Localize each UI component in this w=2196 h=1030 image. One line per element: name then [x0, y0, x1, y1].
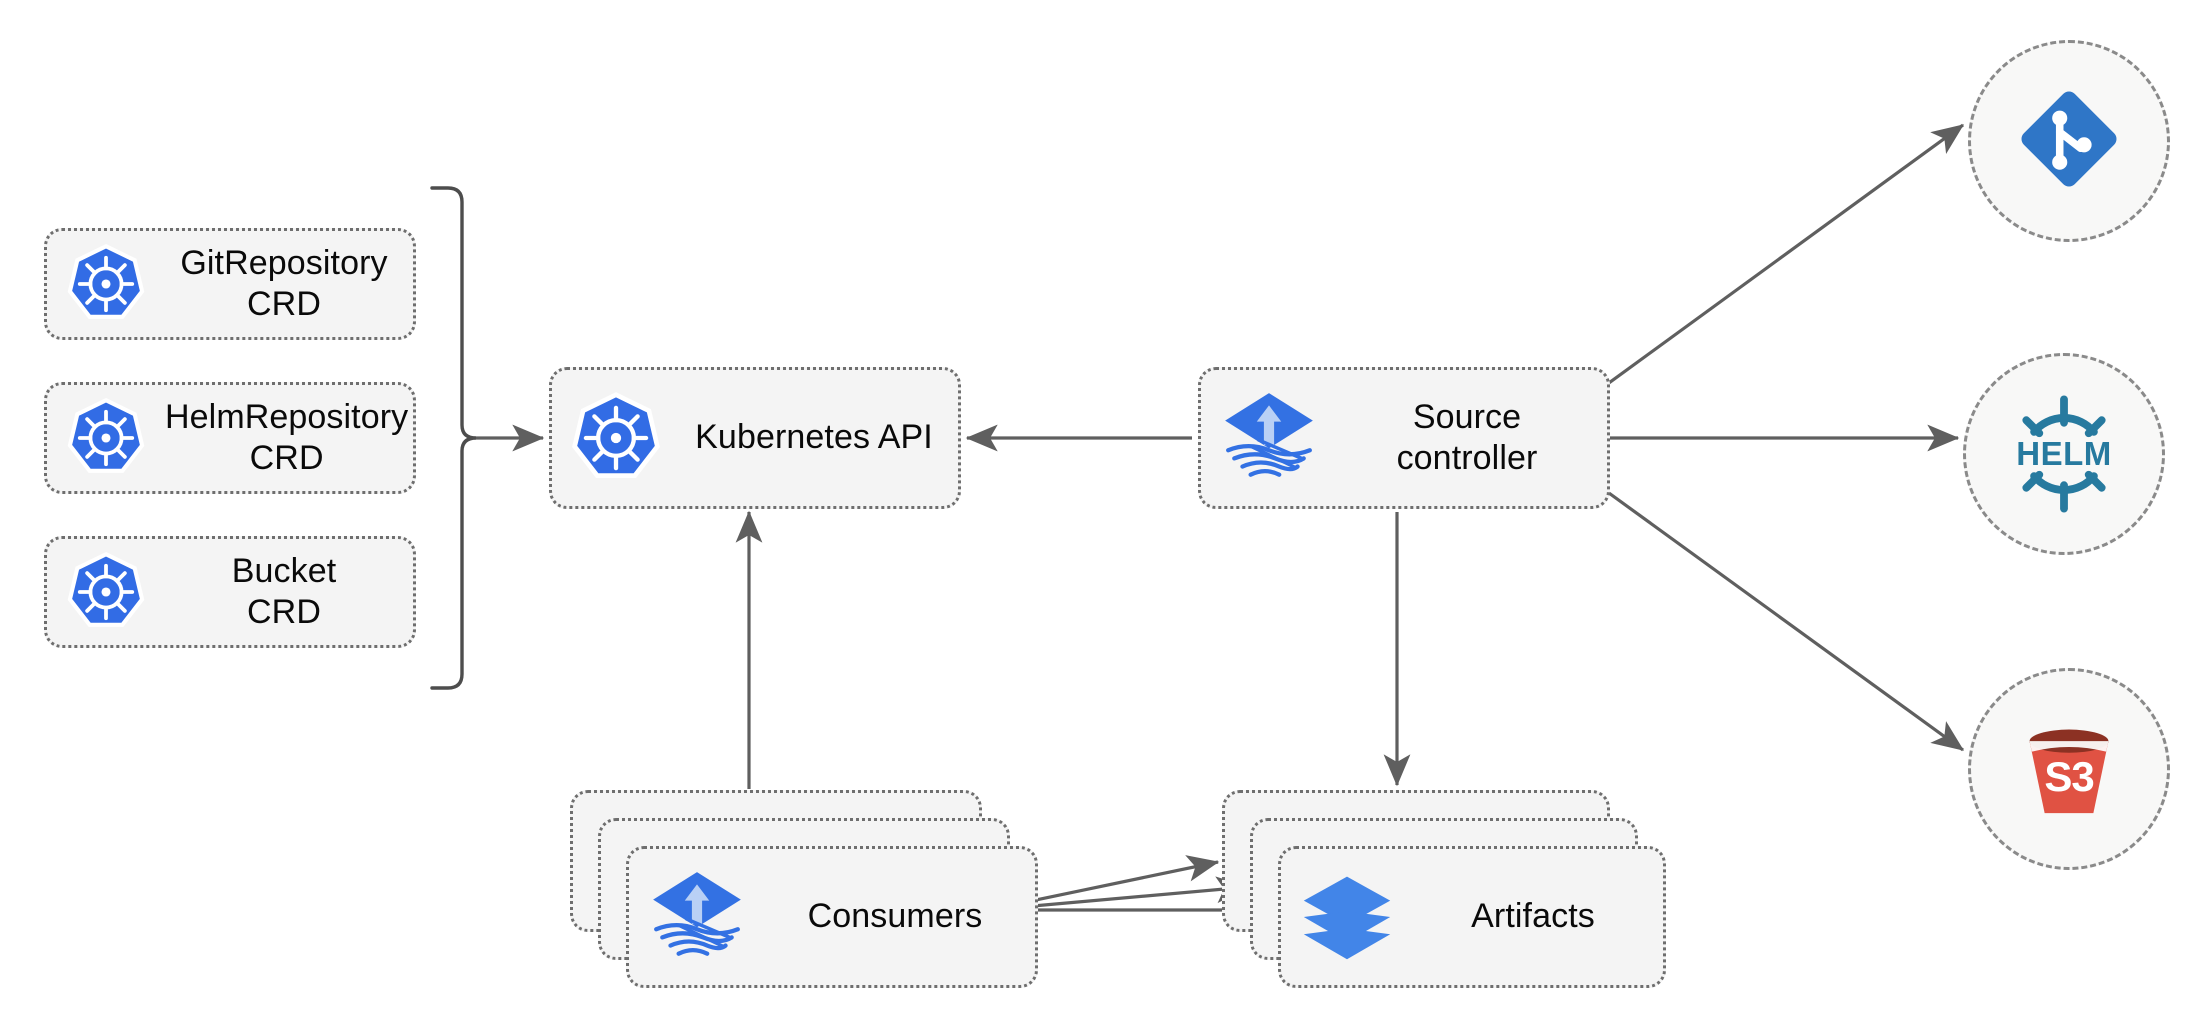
source-controller-label: Source controller [1396, 397, 1538, 477]
flux-icon [629, 866, 765, 968]
artifacts-label: Artifacts [1471, 897, 1595, 936]
git-endpoint[interactable] [1968, 40, 2170, 242]
kubernetes-api-node[interactable]: Kubernetes API [549, 367, 961, 509]
consumers-node[interactable]: Consumers [626, 846, 1038, 988]
git-icon [2011, 81, 2127, 202]
kubernetes-icon [47, 397, 165, 479]
kubernetes-icon [47, 551, 165, 633]
s3-endpoint[interactable]: S3 [1968, 668, 2170, 870]
source-controller-node[interactable]: Source controller [1198, 367, 1610, 509]
edge-source-controller-to-git [1601, 123, 1965, 390]
helm-wordmark: HELM [2016, 435, 2112, 472]
crd-card-label: HelmRepository CRD [165, 397, 409, 477]
helm-icon: HELM [1999, 389, 2129, 519]
artifacts-node[interactable]: Artifacts [1278, 846, 1666, 988]
flux-icon [1201, 387, 1337, 489]
crd-card-gitrepository[interactable]: GitRepository CRD [44, 228, 416, 340]
crd-card-bucket[interactable]: Bucket CRD [44, 536, 416, 648]
kubernetes-icon [552, 391, 680, 485]
s3-wordmark: S3 [2044, 753, 2094, 800]
consumers-label: Consumers [807, 897, 983, 936]
edge-source-controller-to-s3 [1601, 486, 1965, 752]
kubernetes-icon [47, 243, 165, 325]
crd-group-brace [430, 186, 477, 690]
crd-card-label: GitRepository CRD [180, 243, 388, 323]
helm-endpoint[interactable]: HELM [1963, 353, 2165, 555]
s3-bucket-icon: S3 [2011, 711, 2127, 827]
layers-icon [1281, 869, 1413, 965]
kubernetes-api-label: Kubernetes API [695, 418, 933, 457]
crd-card-helmrepository[interactable]: HelmRepository CRD [44, 382, 416, 494]
crd-card-label: Bucket CRD [231, 551, 337, 631]
